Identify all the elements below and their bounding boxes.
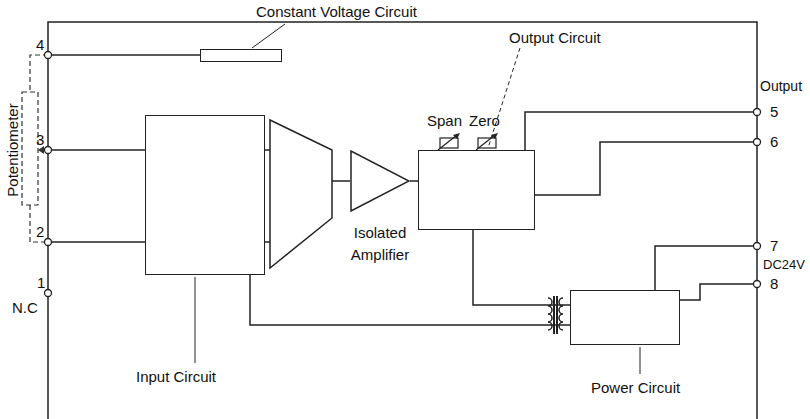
signal-wire [250,275,570,325]
pin-number: 6 [770,133,778,150]
signal-name: Output [760,78,802,95]
terminal [45,52,761,297]
signal-wire [410,180,418,182]
trimmer-arrow [453,133,460,139]
circuit-box: Input Circuit [145,115,265,275]
amplifier-outline [350,150,410,212]
amplifier-triangle: Isolated Amplifier [350,150,410,212]
adjuster-label: Span [427,112,462,129]
signal-name: DC24V [763,256,805,273]
pin-number: 3 [36,131,44,148]
circuit-box: Output Circuit [418,150,535,230]
pin-number: 1 [37,274,45,291]
block-label: Constant Voltage Circuit [256,3,417,20]
block-label: Isolated Amplifier [330,222,430,266]
device-label: Potentiometer [4,103,21,196]
adjuster-label: Zero [469,112,500,129]
circuit-box: Constant Voltage Circuit [200,49,282,62]
pin-number: 5 [770,103,778,120]
pin-number: 4 [36,36,44,53]
block-label: Input Circuit [136,368,216,385]
pin-number: 8 [770,275,778,292]
pin-number: 7 [770,237,778,254]
block-label: Output Circuit [509,29,601,46]
transformer-symbol [548,296,563,334]
isolation-stage [270,120,332,268]
pin-number: 2 [36,223,44,240]
signal-wire [473,230,570,305]
potentiometer-symbol [22,55,48,242]
trimmer-symbol [438,135,496,150]
housing-outline [48,22,757,419]
circuit-box: Power Circuit [570,290,680,345]
wire [48,55,757,300]
pin-name: N.C [12,299,38,316]
block-label: Power Circuit [591,379,680,396]
